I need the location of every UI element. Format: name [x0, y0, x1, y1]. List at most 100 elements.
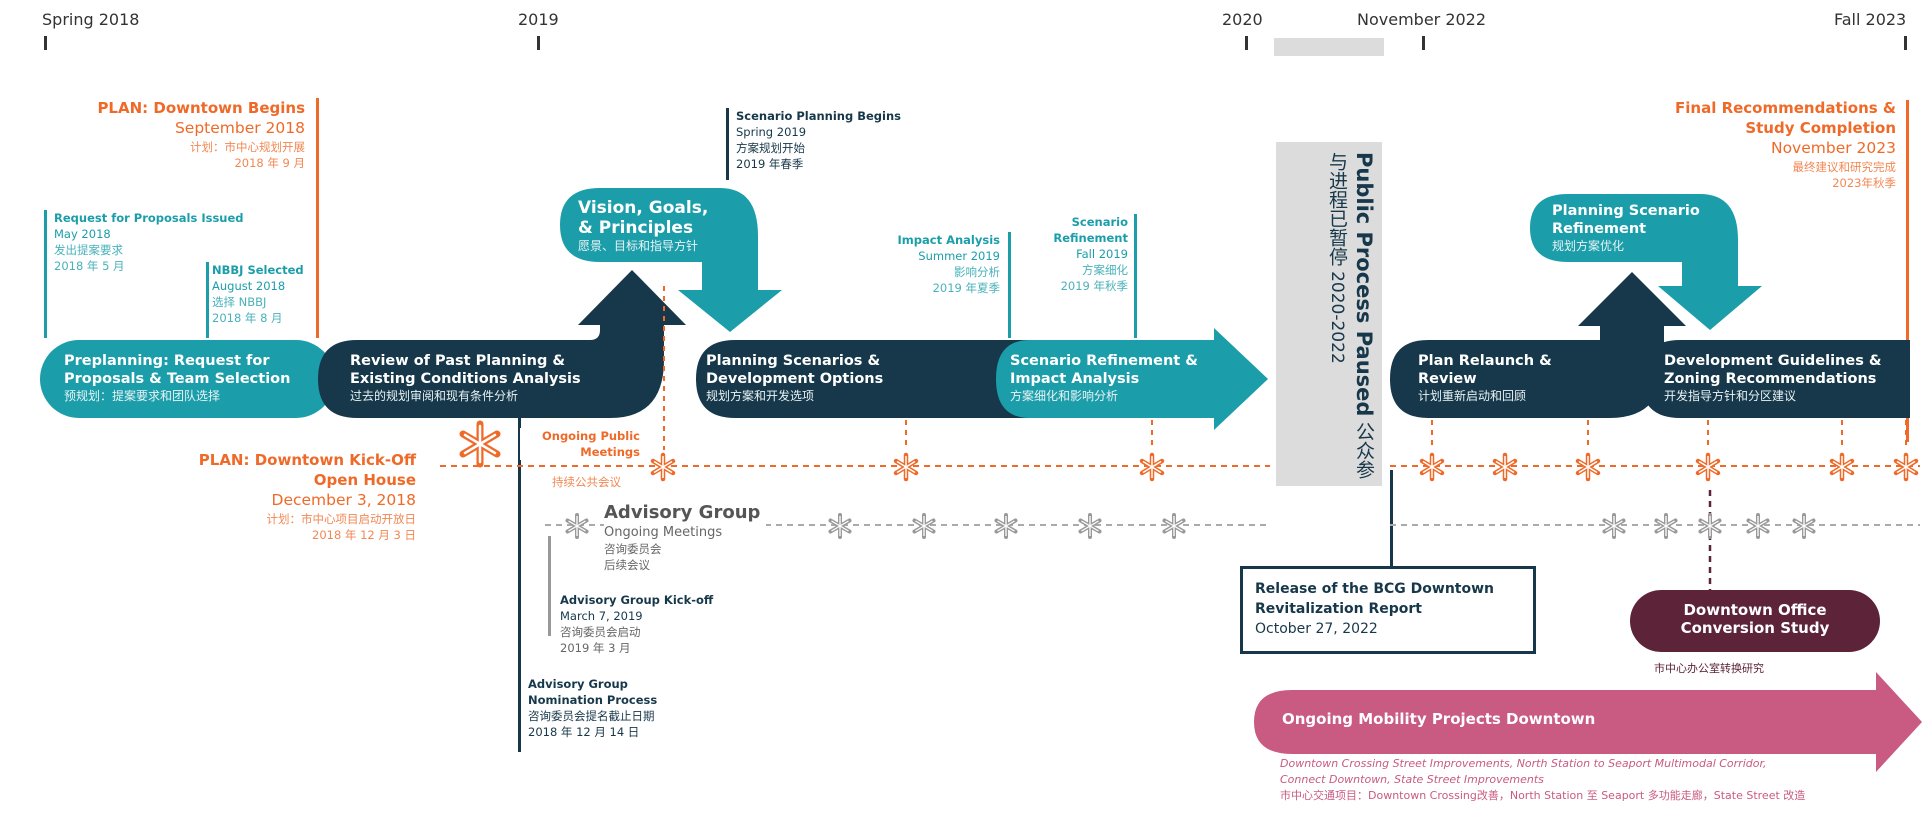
milestone-date: March 7, 2019: [560, 609, 643, 623]
phase-title: Public Process Paused: [1352, 152, 1376, 417]
milestone-zh: 2018 年 5 月: [54, 259, 125, 273]
milestone-title: PLAN: Downtown Begins: [97, 99, 305, 117]
milestone-ag-kickoff: Advisory Group Kick-off March 7, 2019 咨询…: [560, 592, 713, 656]
milestone-line-plan-begins: [316, 98, 319, 338]
milestone-date: September 2018: [174, 119, 305, 137]
phase-refinement-impact: Scenario Refinement & Impact Analysis 方案…: [1010, 352, 1198, 404]
meeting-asterisk-icon: [1573, 452, 1603, 482]
advisory-zh: 后续会议: [604, 558, 650, 572]
phase-title: Plan Relaunch &: [1418, 353, 1552, 369]
milestone-zh: 咨询委员会启动: [560, 625, 641, 639]
milestone-title: Advisory Group Kick-off: [560, 593, 714, 607]
milestone-title: NBBJ Selected: [212, 263, 304, 277]
milestone-line-scenario-begins: [726, 108, 729, 180]
milestone-zh: 影响分析: [954, 265, 1000, 279]
phase-zh: 规划方案和开发选项: [706, 389, 815, 403]
office-title: Conversion Study: [1680, 619, 1830, 637]
phase-planning-scenarios-shape: [696, 340, 1030, 418]
milestone-zh: 选择 NBBJ: [212, 295, 267, 309]
phase-title: Impact Analysis: [1010, 371, 1140, 387]
phase-title: Proposals & Team Selection: [64, 371, 291, 387]
office-zh: 市中心办公室转换研究: [1654, 662, 1764, 675]
phase-preplanning-shape: [40, 340, 335, 418]
milestone-zh: 2019 年春季: [736, 157, 804, 171]
phase-zh: 规划方案优化: [1552, 239, 1625, 253]
meeting-asterisk-icon: [1693, 452, 1723, 482]
timeline-label-fall-2023: Fall 2023: [1834, 10, 1907, 29]
phase-zh: 过去的规划审阅和现有条件分析: [350, 389, 519, 403]
advisory-asterisk-icon: [826, 512, 854, 540]
milestone-date: Fall 2019: [1076, 247, 1128, 261]
milestone-plan-begins: PLAN: Downtown Begins September 2018 计划：…: [60, 98, 305, 171]
milestone-date: November 2023: [1770, 139, 1896, 157]
bcg-connector: [1390, 470, 1393, 566]
milestone-rfp: Request for Proposals Issued May 2018 发出…: [54, 210, 244, 274]
advisory-zh: 咨询委员会: [604, 542, 662, 556]
milestone-impact: Impact Analysis Summer 2019 影响分析 2019 年夏…: [860, 232, 1001, 296]
phase-title: Review: [1418, 371, 1477, 387]
milestone-refinement: Scenario Refinement Fall 2019 方案细化 2019 …: [1020, 214, 1128, 294]
milestone-date: August 2018: [212, 279, 286, 293]
milestone-title: Open House: [313, 471, 416, 489]
phase-paused: Public Process Paused 公众参与进程已暂停 2020-202…: [1282, 152, 1378, 482]
phase-relaunch: Plan Relaunch & Review 计划重新启动和回顾: [1418, 352, 1552, 404]
timeline-tick: [537, 36, 540, 50]
phase-title: Planning Scenario: [1552, 203, 1700, 219]
milestone-kickoff: PLAN: Downtown Kick-Off Open House Decem…: [150, 450, 416, 543]
meeting-asterisk-icon: [648, 452, 678, 482]
phase-refinement-impact-shape: [996, 328, 1268, 430]
milestone-ag-nomination: Advisory Group Nomination Process 咨询委员会提…: [528, 676, 657, 740]
phase-zh: 方案细化和影响分析: [1010, 389, 1119, 403]
milestone-title: Final Recommendations &: [1675, 99, 1896, 117]
milestone-zh: 2018 年 12 月 3 日: [312, 528, 416, 542]
milestone-zh: 2018 年 8 月: [212, 311, 283, 325]
phase-title: Development Options: [706, 371, 884, 387]
phase-title: Zoning Recommendations: [1664, 371, 1877, 387]
mobility-description: Downtown Crossing Street Improvements, N…: [1280, 756, 1805, 804]
advisory-asterisk-icon: [1076, 512, 1104, 540]
milestone-date: May 2018: [54, 227, 111, 241]
phase-review: Review of Past Planning & Existing Condi…: [350, 352, 581, 404]
bcg-title: Revitalization Report: [1255, 601, 1422, 617]
milestone-line-ag-nomination: [518, 400, 521, 752]
office-study: Downtown Office Conversion Study: [1630, 601, 1880, 637]
phase-title: Scenario Refinement &: [1010, 353, 1198, 369]
meetings-zh: 持续公共会议: [552, 475, 621, 489]
advisory-asterisk-icon: [1600, 512, 1628, 540]
milestone-zh: 2019 年 3 月: [560, 641, 631, 655]
phase-zh: 预规划：提案要求和团队选择: [64, 389, 221, 403]
milestone-title: Scenario Planning Begins: [736, 109, 902, 123]
milestone-zh: 2018 年 12 月 14 日: [528, 725, 640, 739]
office-study-shape: [1630, 590, 1880, 652]
timeline-label-2019: 2019: [518, 10, 559, 29]
milestone-title: Scenario: [1071, 215, 1128, 229]
ongoing-public-meetings: Ongoing Public Meetings: [520, 428, 640, 460]
milestone-title: Nomination Process: [528, 693, 658, 707]
phase-title: Development Guidelines &: [1664, 353, 1882, 369]
milestone-line-refinement: [1134, 214, 1137, 338]
phase-relaunch-shape: [1390, 272, 1686, 418]
phase-title: Refinement: [1552, 221, 1647, 237]
meeting-asterisk-icon: [1827, 452, 1857, 482]
milestone-line-final: [1906, 100, 1909, 442]
bcg-date: October 27, 2022: [1255, 621, 1378, 637]
advisory-title: Advisory Group: [604, 502, 761, 523]
advisory-asterisk-icon: [1696, 512, 1724, 540]
milestone-zh: 计划：市中心项目启动开放日: [266, 512, 417, 526]
phase-planning-refinement-shape: [1530, 194, 1762, 330]
milestone-title: Refinement: [1053, 231, 1128, 245]
advisory-asterisk-icon: [910, 512, 938, 540]
advisory-asterisk-icon: [1790, 512, 1818, 540]
phase-title: Vision, Goals,: [578, 198, 709, 218]
meetings-title: Ongoing Public: [541, 429, 640, 443]
timeline-label-spring-2018: Spring 2018: [42, 10, 140, 29]
phase-zh: 公众参与进程已暂停: [1326, 152, 1375, 479]
phase-paused-shape: [1276, 142, 1382, 486]
milestone-final: Final Recommendations & Study Completion…: [1600, 98, 1896, 191]
mobility-zh: 市中心交通项目：Downtown Crossing改善，North Statio…: [1280, 789, 1806, 802]
phase-title: Existing Conditions Analysis: [350, 371, 581, 387]
mobility-shape: [1254, 672, 1922, 772]
advisory-asterisk-icon: [1160, 512, 1188, 540]
